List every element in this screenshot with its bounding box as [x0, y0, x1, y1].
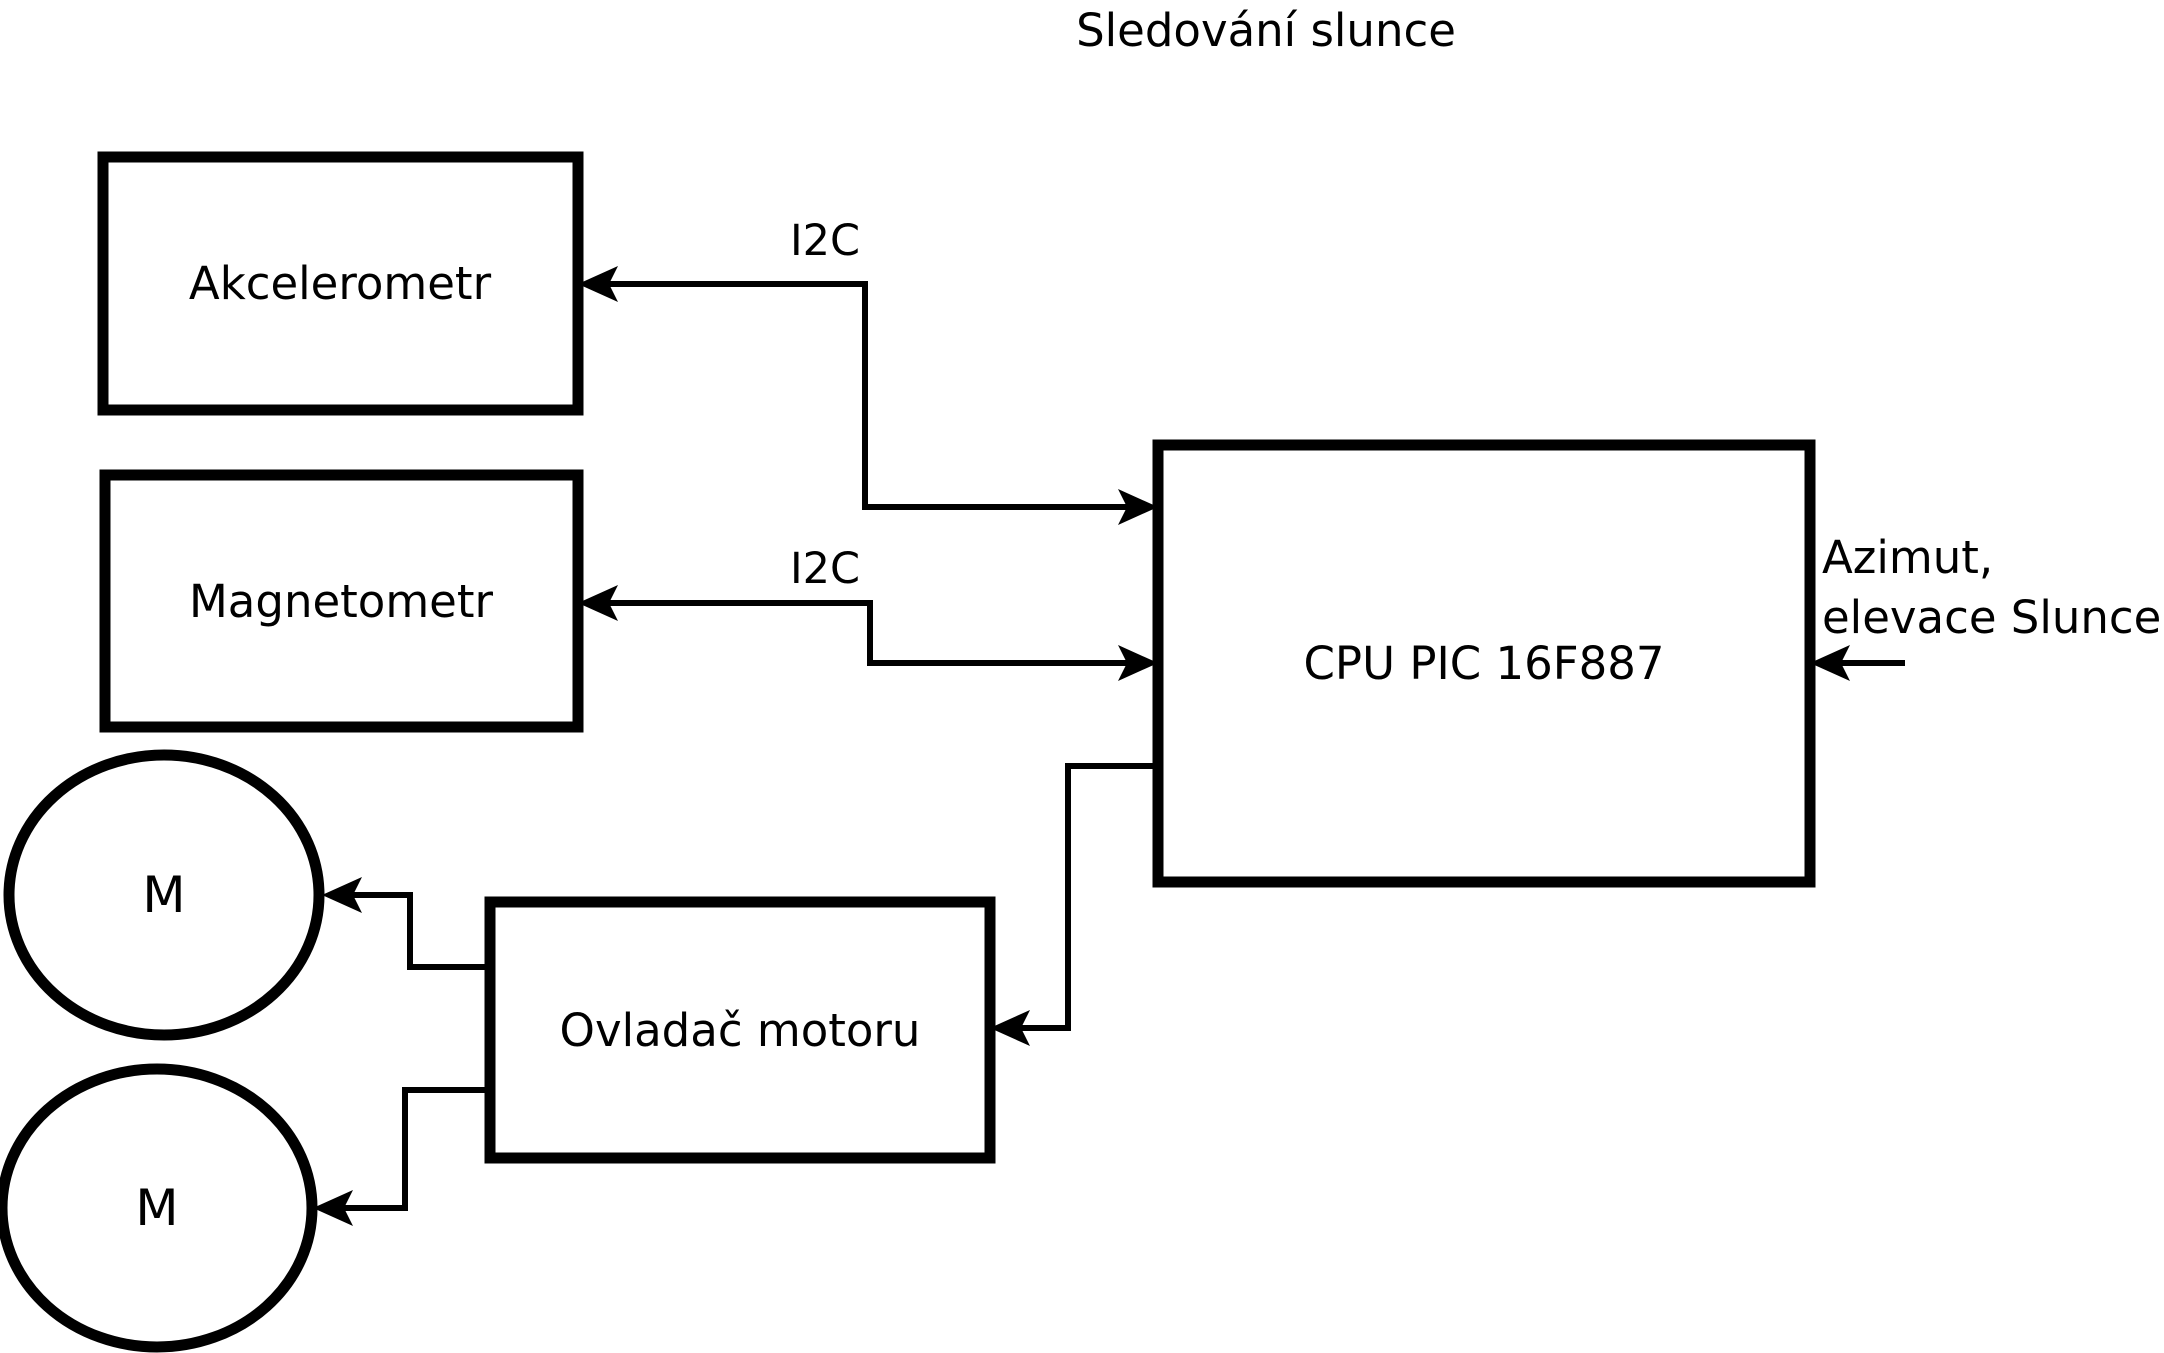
- node-motor-controller: Ovladač motoru: [484, 896, 996, 1164]
- node-magnetometr: Magnetometr: [99, 469, 584, 733]
- wire-cpu-magnetometr: [600, 600, 1136, 666]
- akcelerometr-label: Akcelerometr: [189, 257, 492, 310]
- motor1-circle: [3, 749, 325, 1041]
- node-akcelerometr: Akcelerometr: [97, 151, 584, 416]
- connector-controller-motor2: [313, 1087, 490, 1226]
- sun-input-label-line1: Azimut,: [1822, 531, 1993, 584]
- motor1-label: M: [142, 866, 185, 924]
- connector-cpu-magnetometr: I2C: [578, 544, 1158, 681]
- motor-controller-label: Ovladač motoru: [560, 1004, 921, 1057]
- i2c-label-magnetometr: I2C: [790, 544, 860, 594]
- connector-cpu-motor-controller: [990, 763, 1158, 1046]
- i2c-label-akcelerometr: I2C: [790, 216, 860, 266]
- node-cpu: CPU PIC 16F887: [1152, 439, 1816, 888]
- cpu-box: [1152, 439, 1816, 888]
- magnetometr-label: Magnetometr: [189, 575, 494, 628]
- arrowhead-left-icon: [578, 266, 618, 302]
- wire-cpu-motor-controller: [1012, 763, 1158, 1031]
- arrowhead-right-icon: [1118, 489, 1158, 525]
- connector-controller-motor1: [322, 877, 490, 970]
- cpu-label: CPU PIC 16F887: [1304, 637, 1665, 690]
- arrowhead-left-icon: [322, 877, 362, 913]
- connector-cpu-akcelerometr: I2C: [578, 216, 1158, 525]
- arrowhead-left-icon: [578, 585, 618, 621]
- arrowhead-right-icon: [1118, 645, 1158, 681]
- akcelerometr-box: [97, 151, 584, 416]
- wire-controller-motor2: [335, 1087, 490, 1211]
- motor-controller-box: [484, 896, 996, 1164]
- magnetometr-box: [99, 469, 584, 733]
- diagram-title: Sledování slunce: [1076, 4, 1456, 57]
- arrowhead-left-icon: [313, 1190, 353, 1226]
- motor2-label: M: [135, 1179, 178, 1237]
- motor2-circle: [0, 1063, 318, 1353]
- wire-cpu-akcelerometr: [600, 281, 1136, 510]
- node-motor1: M: [3, 749, 325, 1041]
- sun-input-label-line2: elevace Slunce: [1822, 591, 2161, 644]
- node-motor2: M: [0, 1063, 318, 1353]
- wire-controller-motor1: [344, 892, 490, 970]
- connector-sun-position-input: Azimut, elevace Slunce: [1810, 531, 2161, 681]
- arrowhead-left-icon: [990, 1010, 1030, 1046]
- arrowhead-left-icon: [1810, 645, 1850, 681]
